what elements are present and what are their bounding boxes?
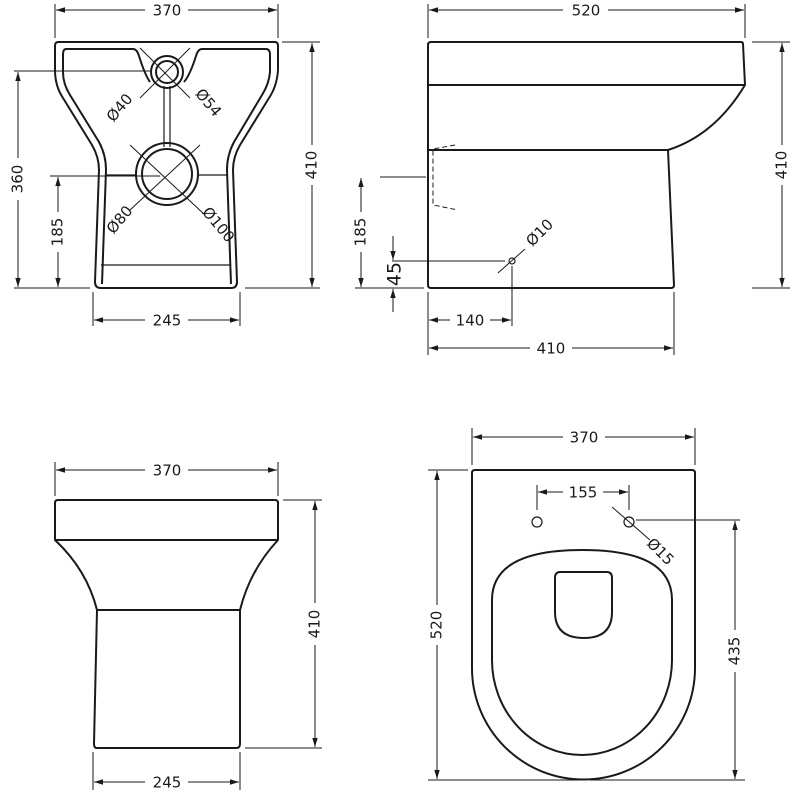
front-width-dim: 370: [153, 462, 182, 480]
side-depth-dim: 520: [572, 2, 601, 20]
top-view: Ø15 370 155 520 435: [428, 428, 745, 781]
rear-inner-outline: [62, 48, 271, 285]
rear-outlet-height-dim: 185: [49, 218, 67, 247]
side-outline: [427, 41, 746, 289]
hole-diameter-label: Ø15: [643, 534, 678, 569]
hole-to-back-dim: 435: [726, 637, 744, 666]
side-height-dim: 410: [773, 151, 791, 180]
rear-outline: [54, 41, 279, 289]
fixing-offset-dim: 140: [456, 312, 485, 330]
rear-inlet-height-dim: 360: [9, 165, 27, 194]
fixing-hole-label: Ø10: [522, 215, 557, 250]
inlet-outer-circle: [150, 55, 184, 89]
rear-view: Ø40 Ø54 Ø80 Ø100 370 410 360 185 245: [9, 2, 321, 330]
front-base-width-dim: 245: [153, 774, 182, 792]
seat-ring: [491, 549, 673, 756]
seat-opening: [554, 571, 613, 639]
side-view: Ø10 520 410 185 45 140 410: [352, 2, 791, 358]
front-height-dim: 410: [306, 610, 324, 639]
top-outline: [471, 469, 696, 781]
rear-base-width-dim: 245: [153, 312, 182, 330]
hole-spacing-dim: 155: [569, 484, 598, 502]
outlet-inner-circle: [141, 148, 193, 200]
outlet-outer-circle: [135, 142, 199, 206]
outlet-outer-label: Ø100: [198, 203, 238, 246]
fixing-hole: [508, 257, 516, 265]
side-base-depth-dim: 410: [537, 340, 566, 358]
side-outlet-height-dim: 185: [352, 218, 370, 247]
inlet-inner-circle: [155, 60, 179, 84]
rear-width-dim: 370: [153, 2, 182, 20]
top-depth-dim: 520: [428, 611, 446, 640]
outlet-inner-label: Ø80: [103, 202, 137, 237]
top-width-dim: 370: [570, 429, 599, 447]
front-outline: [54, 499, 279, 749]
fixing-hole-left: [531, 516, 543, 528]
inlet-outer-label: Ø54: [192, 85, 226, 120]
front-view: 370 410 245: [54, 462, 324, 792]
rear-height-dim: 410: [303, 151, 321, 180]
fixing-height-dim: 45: [384, 262, 406, 286]
inlet-inner-label: Ø40: [103, 90, 137, 125]
fixing-hole-right: [623, 516, 635, 528]
